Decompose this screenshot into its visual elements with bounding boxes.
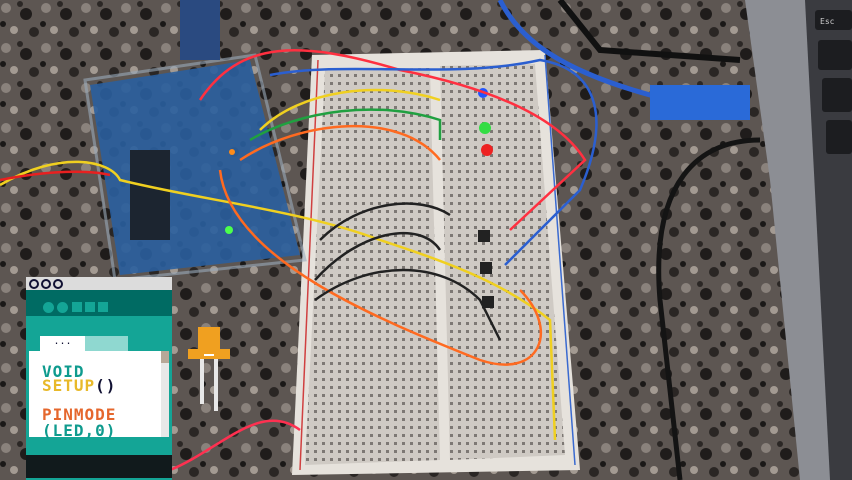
window-dot-icon (41, 279, 51, 289)
window-title-bar (26, 277, 172, 290)
editor-tab: ... (40, 336, 85, 352)
upload-icon (57, 302, 68, 313)
usb-connector (650, 85, 750, 120)
open-icon (85, 302, 95, 312)
editor-tab-inactive (85, 336, 128, 352)
breadboard (292, 50, 580, 475)
jumper-wires (0, 49, 598, 472)
arduino-ide-illustration: ... (26, 277, 172, 480)
push-button (478, 230, 490, 242)
esc-key-label: Esc (820, 17, 835, 26)
code-line-args: (LED,0) (42, 421, 117, 440)
new-icon (72, 302, 82, 312)
code-line-pinmode: PINMODE (42, 405, 117, 424)
setup-keyword: SETUP (42, 376, 96, 395)
led-icon (188, 327, 230, 412)
setup-parens: () (95, 376, 117, 395)
code-line-setup: SETUP() (42, 376, 117, 395)
toolbar (26, 290, 172, 316)
red-led (481, 144, 493, 156)
code-editor (29, 351, 161, 437)
window-dot-icon (53, 279, 63, 289)
console (26, 455, 172, 478)
laptop: Esc (745, 0, 852, 480)
push-button (480, 262, 492, 274)
verify-icon (43, 302, 54, 313)
window-dot-icon (29, 279, 39, 289)
save-icon (98, 302, 108, 312)
green-led (479, 122, 491, 134)
arduino-board (83, 0, 307, 282)
scrollbar (161, 351, 169, 437)
push-button (482, 296, 494, 308)
code-line-void: VOID (42, 362, 85, 381)
